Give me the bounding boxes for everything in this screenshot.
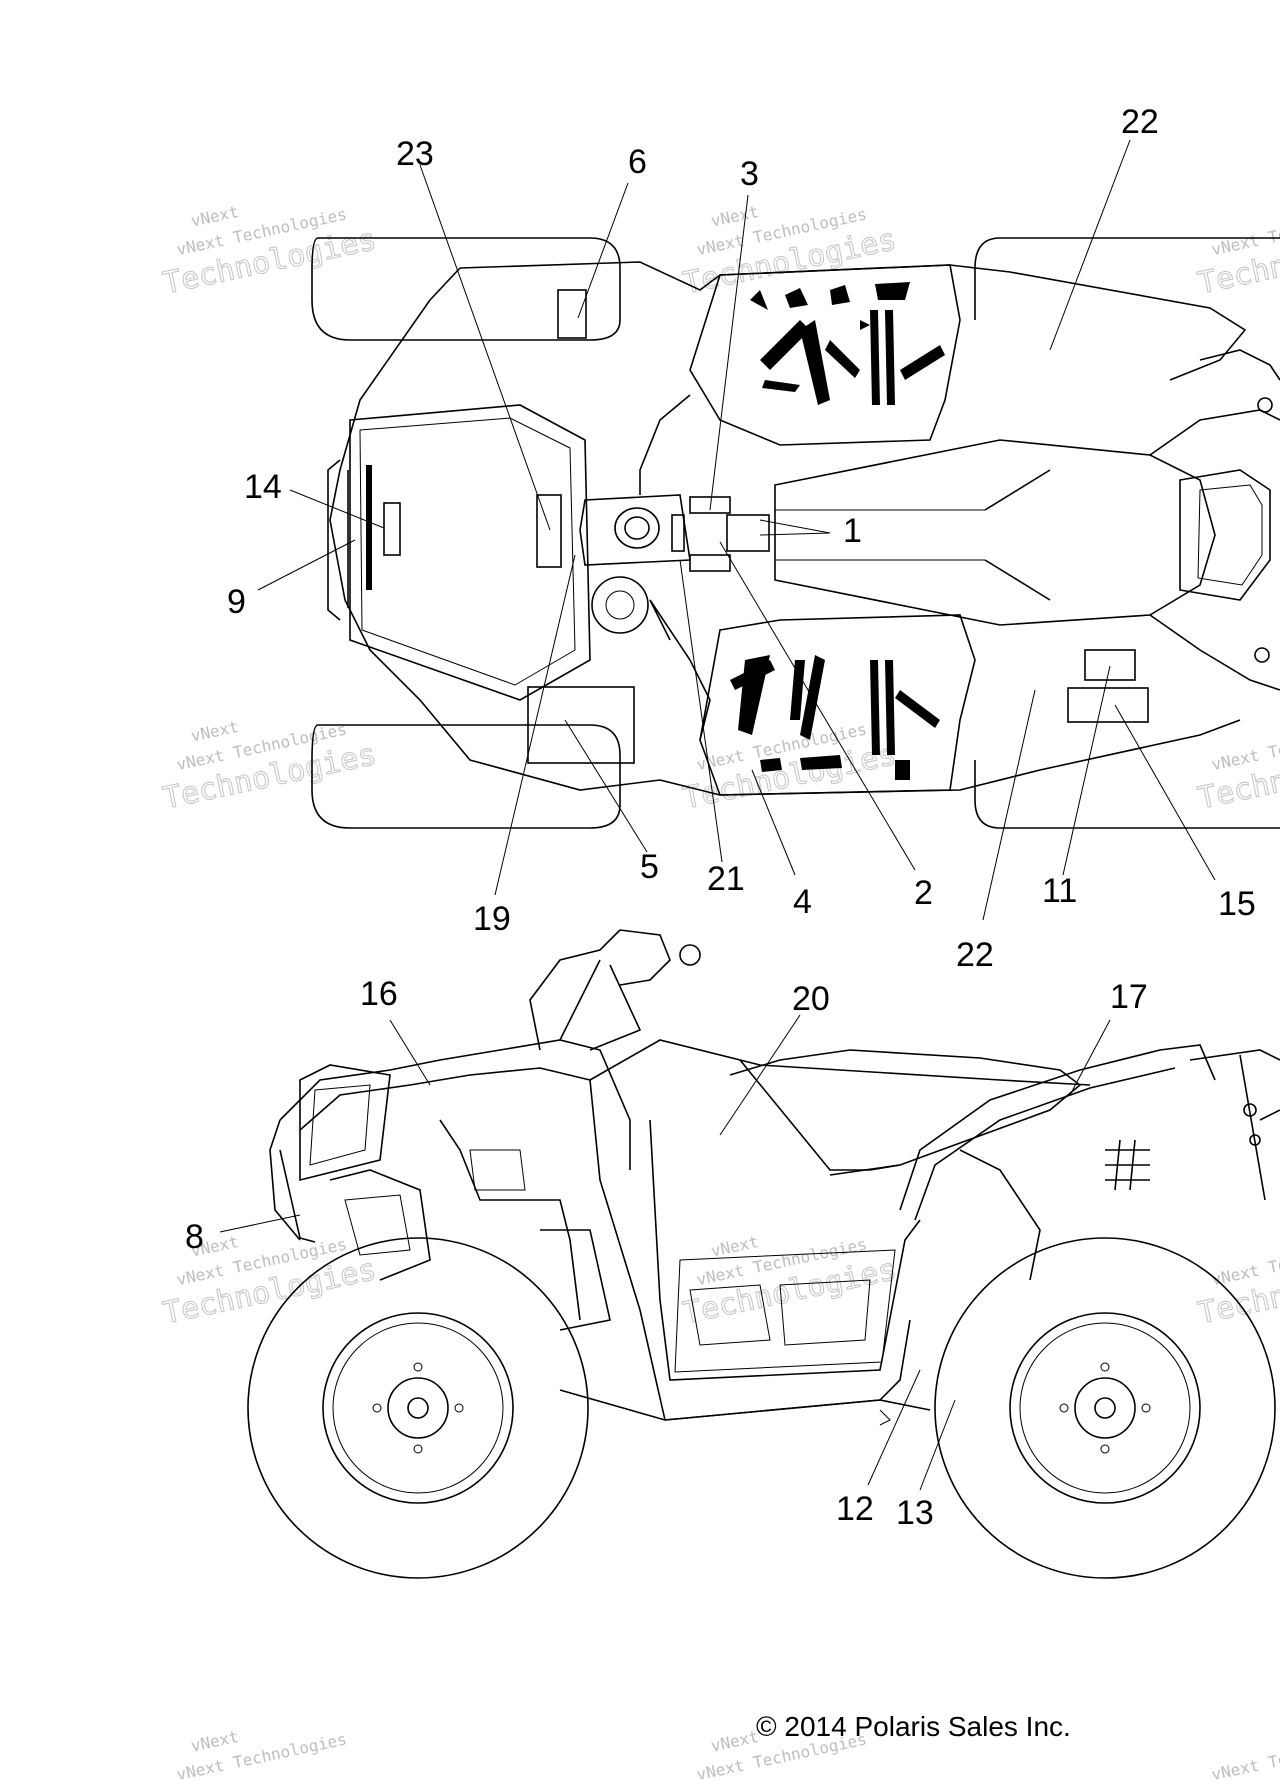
decal-1-outline <box>726 514 770 552</box>
right-wheel <box>934 1237 1276 1579</box>
callout-22-bottom: 22 <box>956 936 994 974</box>
callout-2: 2 <box>914 874 933 912</box>
callout-16: 16 <box>360 975 398 1013</box>
svg-text:vNext Technologies: vNext Technologies <box>1210 1729 1280 1784</box>
decal-21-outline <box>671 514 685 552</box>
callout-3: 3 <box>740 155 759 193</box>
callout-21: 21 <box>707 860 745 898</box>
callout-8: 8 <box>185 1218 204 1256</box>
callout-13: 13 <box>896 1494 934 1532</box>
callout-12: 12 <box>836 1490 874 1528</box>
decal-5-outline <box>527 686 635 764</box>
decal-23-outline <box>536 494 562 568</box>
decal-2-outline <box>689 554 731 572</box>
decal-15-outline <box>1067 687 1149 723</box>
callout-23: 23 <box>396 135 434 173</box>
callout-19: 19 <box>473 900 511 938</box>
callout-20: 20 <box>792 980 830 1018</box>
svg-text:vNext: vNext <box>189 202 240 231</box>
atv-side-view <box>219 929 1280 1579</box>
decal-3-outline <box>689 496 731 514</box>
callout-6: 6 <box>628 143 647 181</box>
copyright-notice: © 2014 Polaris Sales Inc. <box>756 1711 1071 1742</box>
callout-14: 14 <box>244 468 282 506</box>
left-wheel <box>247 1237 589 1579</box>
atv-top-view <box>257 139 1280 921</box>
callout-15: 15 <box>1218 885 1256 923</box>
svg-text:vNext: vNext <box>189 1727 240 1756</box>
callout-22-top: 22 <box>1121 103 1159 141</box>
svg-text:vNext: vNext <box>189 717 240 746</box>
callout-labels: 22 23 6 3 14 1 9 5 21 4 2 11 15 19 22 16… <box>185 103 1256 1532</box>
svg-text:vNext: vNext <box>709 1727 760 1756</box>
decal-14-outline <box>383 502 401 556</box>
callout-1: 1 <box>843 512 862 550</box>
decal-11-outline <box>1084 649 1136 681</box>
callout-17: 17 <box>1110 978 1148 1016</box>
svg-text:vNext: vNext <box>709 202 760 231</box>
callout-5: 5 <box>640 848 659 886</box>
callout-9: 9 <box>227 583 246 621</box>
callout-11: 11 <box>1042 872 1077 910</box>
callout-4: 4 <box>793 883 812 921</box>
decal-6-outline <box>557 289 587 339</box>
